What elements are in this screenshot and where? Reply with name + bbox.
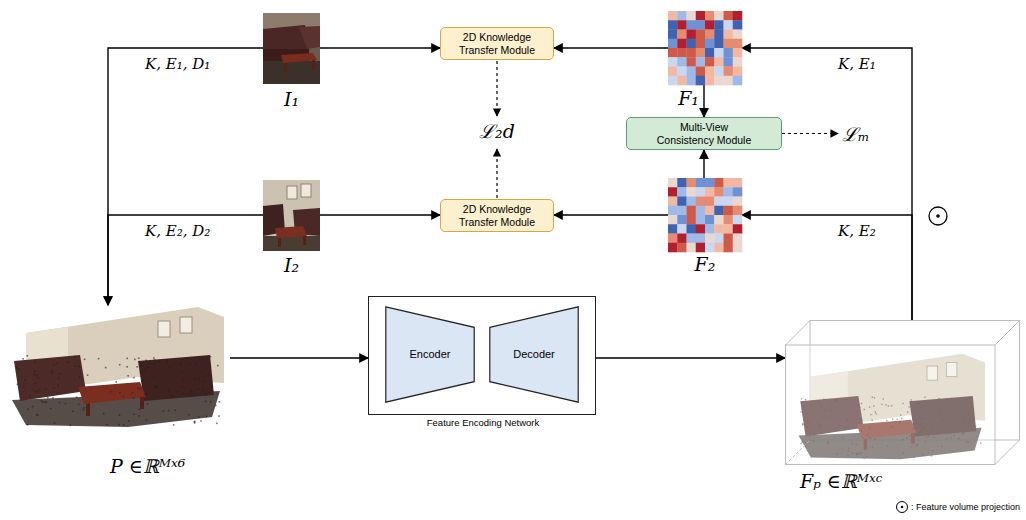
loss-label: ℒₘ bbox=[842, 123, 870, 146]
connector-arrow bbox=[742, 215, 912, 320]
connector-arrow bbox=[320, 47, 440, 48]
encoder-block: Encoder bbox=[385, 306, 475, 403]
transfer-module-box: 2D Knowledge Transfer Module bbox=[440, 27, 554, 60]
node-label: Feature Encoding Network bbox=[427, 417, 539, 428]
connector-arrow bbox=[320, 214, 440, 215]
connector-arrow bbox=[230, 357, 368, 358]
connector-arrow bbox=[108, 215, 263, 305]
connector-arrow bbox=[554, 214, 668, 215]
point-cloud-illustration bbox=[8, 305, 230, 435]
legend-text: : Feature volume projection bbox=[911, 502, 1020, 512]
box-text: Decoder bbox=[513, 348, 555, 361]
box-text: Encoder bbox=[410, 348, 451, 361]
edge-label: K, E₁, D₁ bbox=[145, 55, 210, 73]
connector-arrow bbox=[554, 47, 668, 48]
node-label: P ∈ℝᴹˣ⁶ bbox=[110, 455, 185, 478]
dashed-loss-arrow bbox=[496, 61, 497, 116]
connector-arrow bbox=[742, 48, 912, 320]
heatmap-illustration bbox=[668, 11, 742, 85]
edge-label: K, E₂ bbox=[838, 222, 876, 240]
point-cloud: P ∈ℝᴹˣ⁶ bbox=[8, 305, 230, 435]
node-label: I₁ bbox=[284, 88, 299, 111]
feature-map: F₁ bbox=[668, 11, 742, 85]
node-label: F₂ bbox=[695, 253, 716, 276]
consistency-module-box: Multi-View Consistency Module bbox=[626, 117, 782, 150]
volume-illustration bbox=[785, 320, 1020, 465]
network-box: Feature Encoding NetworkEncoderDecoder bbox=[368, 296, 596, 415]
photo-illustration bbox=[263, 180, 320, 251]
connector-arrow bbox=[703, 85, 704, 117]
edge-label: K, E₁ bbox=[838, 55, 876, 73]
feature-volume: Fₚ ∈ℝᴹˣᶜ bbox=[785, 320, 1020, 465]
heatmap-illustration bbox=[668, 178, 742, 252]
node-label: Fₚ ∈ℝᴹˣᶜ bbox=[800, 470, 882, 493]
legend-row: : Feature volume projection bbox=[895, 500, 1020, 514]
node-label: I₂ bbox=[284, 254, 299, 277]
node-label: F₁ bbox=[678, 87, 699, 110]
decoder-block: Decoder bbox=[489, 306, 579, 403]
dashed-loss-arrow bbox=[782, 133, 838, 134]
connector-arrow bbox=[596, 357, 785, 358]
legend-symbol bbox=[895, 500, 909, 514]
photo-illustration bbox=[263, 13, 320, 84]
box-text: 2D Knowledge Transfer Module bbox=[445, 203, 549, 228]
dashed-loss-arrow bbox=[496, 149, 497, 198]
box-text: 2D Knowledge Transfer Module bbox=[445, 31, 549, 56]
feature-map: F₂ bbox=[668, 178, 742, 252]
photo-thumbnail: I₂ bbox=[263, 180, 320, 251]
loss-label: ℒ₂d bbox=[479, 120, 515, 143]
photo-thumbnail: I₁ bbox=[263, 13, 320, 84]
projection-symbol bbox=[929, 207, 947, 225]
box-text: Multi-View Consistency Module bbox=[651, 121, 757, 146]
connector-arrow bbox=[108, 48, 263, 305]
transfer-module-box: 2D Knowledge Transfer Module bbox=[440, 199, 554, 232]
edge-label: K, E₂, D₂ bbox=[145, 222, 210, 240]
connector-arrow bbox=[703, 150, 704, 178]
